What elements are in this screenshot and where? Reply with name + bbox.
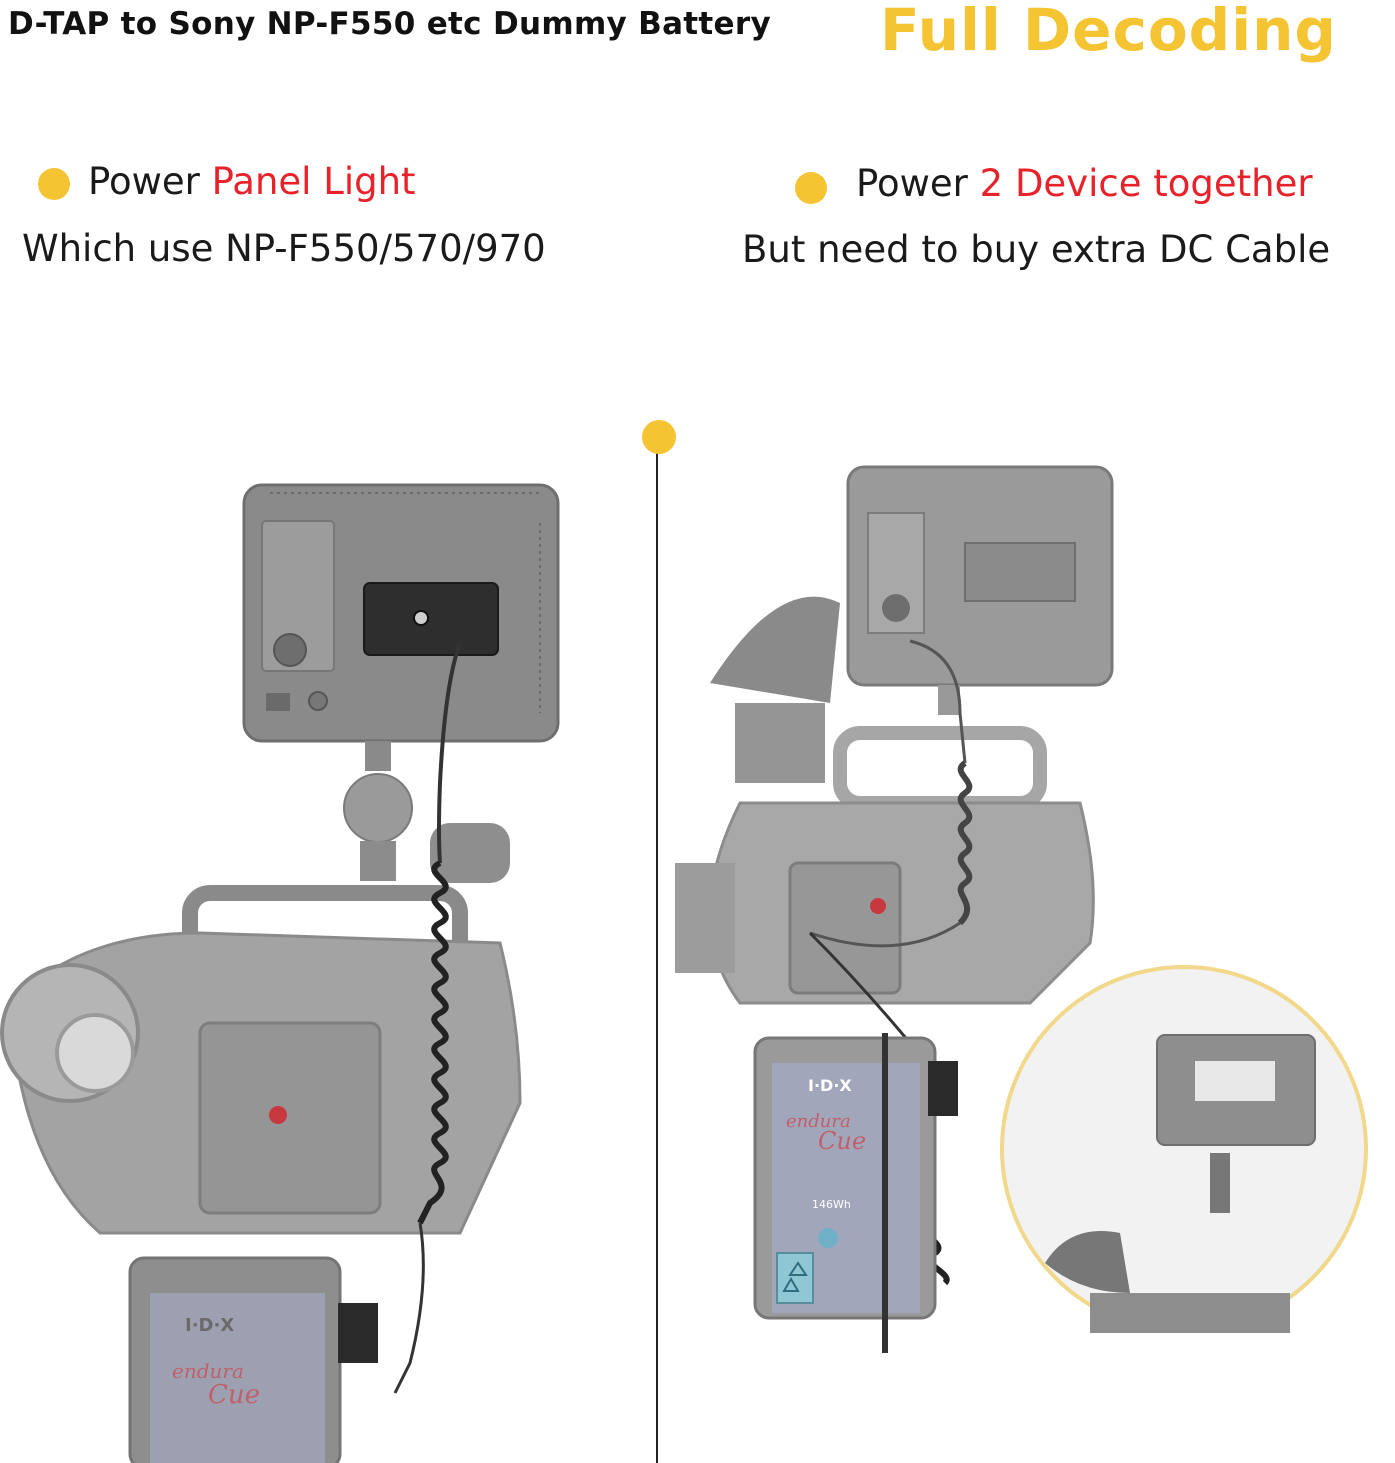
camcorder-left <box>0 823 522 1235</box>
battery-brand-right: I·D·X <box>808 1076 852 1095</box>
battery-name-right: Cue <box>818 1127 866 1155</box>
battery-script-left: endura <box>172 1359 244 1383</box>
feature-1-accent: Panel Light <box>211 160 416 203</box>
page-title: D-TAP to Sony NP-F550 etc Dummy Battery <box>8 6 771 42</box>
v-mount-battery-right <box>753 1033 958 1353</box>
panel-light-right <box>846 465 1114 687</box>
right-rig-illustration: I·D·X endura Cue 146Wh <box>675 465 1368 1353</box>
yellow-dot-icon <box>642 420 676 454</box>
feature-1-prefix: Power <box>88 160 212 203</box>
yellow-dot-icon <box>795 172 827 204</box>
inset-detail-circle <box>1000 965 1368 1333</box>
feature-2-detail: But need to buy extra DC Cable <box>742 228 1331 271</box>
coiled-cable-left <box>437 642 462 864</box>
battery-brand-left: I·D·X <box>185 1315 234 1336</box>
full-decoding-highlight: Full Decoding <box>880 0 1337 64</box>
feature-2-accent: 2 Device together <box>979 162 1313 205</box>
battery-capacity-right: 146Wh <box>812 1198 851 1211</box>
feature-1-detail: Which use NP-F550/570/970 <box>22 227 546 270</box>
battery-name-left: Cue <box>208 1380 260 1410</box>
left-rig-illustration: I·D·X endura Cue <box>0 483 560 1463</box>
recycle-icon <box>782 1261 808 1292</box>
center-divider <box>656 440 658 1463</box>
feature-2-prefix: Power <box>856 162 980 205</box>
coiled-cable-right <box>909 639 967 764</box>
v-mount-battery-left <box>128 1256 378 1463</box>
feature-2-line: Power 2 Device together <box>856 162 1313 205</box>
yellow-dot-icon <box>38 168 70 200</box>
camcorder-right <box>675 596 1095 1005</box>
feature-1-line: Power Panel Light <box>88 160 416 203</box>
battery-script-right: endura <box>786 1111 851 1132</box>
dummy-battery-plate <box>363 582 499 656</box>
